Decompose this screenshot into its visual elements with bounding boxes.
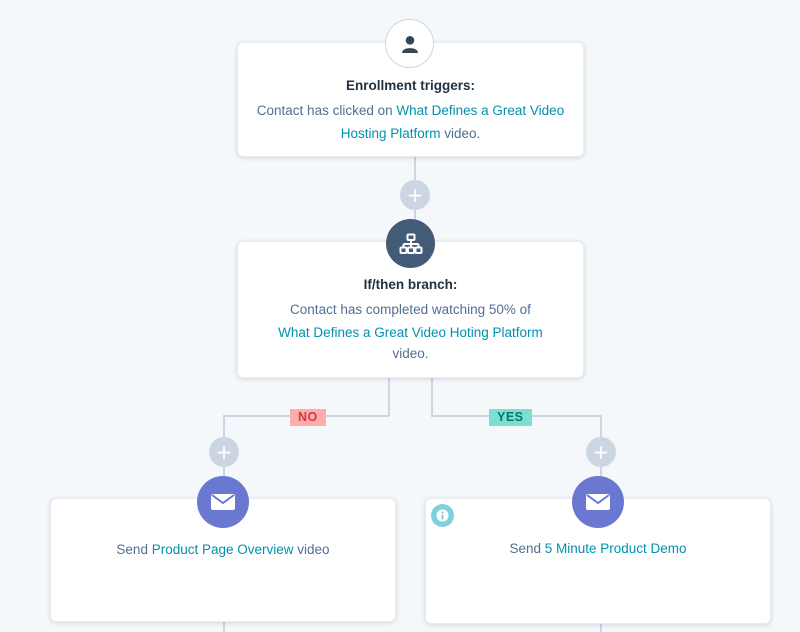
- connector-yes-to-plus: [600, 415, 602, 440]
- connector-no-action-below: [223, 620, 225, 632]
- add-action-button[interactable]: +: [400, 180, 430, 210]
- branch-icon: [386, 219, 435, 268]
- connector-trigger-to-plus: [414, 156, 416, 186]
- product-page-overview-link[interactable]: Product Page Overview: [151, 542, 294, 557]
- add-action-yes-button[interactable]: +: [586, 437, 616, 467]
- five-minute-product-demo-link[interactable]: 5 Minute Product Demo: [544, 541, 687, 556]
- branch-title: If/then branch:: [363, 277, 458, 292]
- send-email-description-yes: Send 5 Minute Product Demo: [426, 537, 770, 560]
- yes-branch-tag: YES: [489, 409, 532, 426]
- connector-branch-yes-down: [431, 377, 433, 416]
- connector-yes-action-below: [600, 624, 602, 632]
- envelope-icon: [572, 476, 624, 528]
- connector-plus-to-yes-action: [600, 465, 602, 479]
- enrollment-trigger-description: Contact has clicked on What Defines a Gr…: [238, 99, 583, 145]
- enrollment-trigger-title: Enrollment triggers:: [345, 78, 475, 93]
- branch-description: Contact has completed watching 50% of Wh…: [238, 298, 583, 365]
- branch-text-after: video.: [392, 346, 429, 361]
- envelope-icon: [197, 476, 249, 528]
- no-branch-tag: NO: [290, 409, 326, 426]
- connector-branch-no-down: [388, 377, 390, 416]
- trigger-text-after: video.: [440, 126, 481, 141]
- action-text-after: video: [293, 542, 330, 557]
- action-text-before: Send: [509, 541, 545, 556]
- add-action-no-button[interactable]: +: [209, 437, 239, 467]
- branch-text-before: Contact has completed watching 50% of: [290, 302, 531, 317]
- action-text-before: Send: [116, 542, 152, 557]
- connector-no-to-plus: [223, 415, 225, 440]
- branch-video-link[interactable]: What Defines a Great Video Hoting Platfo…: [278, 325, 543, 340]
- person-icon: [385, 19, 434, 68]
- connector-plus-to-branch: [414, 208, 416, 222]
- connector-plus-to-no-action: [223, 465, 225, 479]
- info-icon[interactable]: [431, 504, 454, 527]
- send-email-card-no[interactable]: Send Product Page Overview video: [50, 498, 396, 622]
- send-email-description-no: Send Product Page Overview video: [51, 538, 395, 561]
- trigger-text-before: Contact has clicked on: [256, 103, 397, 118]
- trigger-video-link[interactable]: What Defines a Great Video Hosting Platf…: [340, 103, 565, 141]
